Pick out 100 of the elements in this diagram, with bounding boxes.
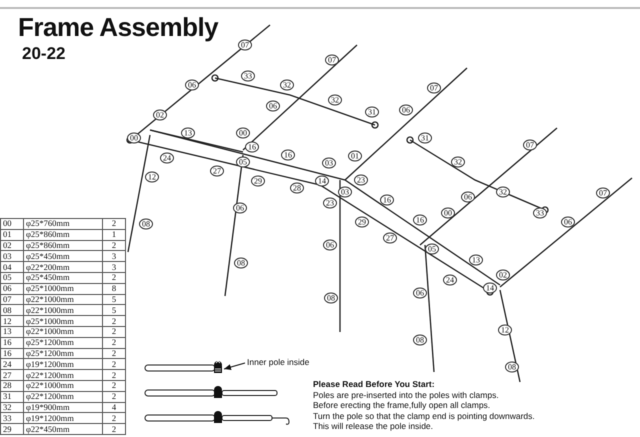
quantity: 5 bbox=[102, 294, 126, 305]
pole-size: φ19*1200mm bbox=[24, 358, 102, 370]
quantity: 2 bbox=[102, 424, 126, 434]
callout-number: 33 bbox=[241, 70, 255, 82]
pole-size: φ25*760mm bbox=[24, 218, 102, 230]
callout-number: 03 bbox=[338, 186, 352, 198]
callout-number: 33 bbox=[533, 208, 547, 218]
callout-number: 13 bbox=[469, 254, 483, 266]
callout-number: 00 bbox=[127, 132, 141, 144]
callout-number: 06 bbox=[461, 192, 475, 202]
callout-number: 12 bbox=[498, 324, 512, 336]
note-text: Poles are pre-inserted into the poles with clamps. bbox=[313, 390, 499, 400]
callout-number: 16 bbox=[380, 194, 394, 206]
part-number: 13 bbox=[0, 326, 24, 338]
pole-size: φ19*900mm bbox=[24, 402, 102, 413]
callout-number: 07 bbox=[523, 140, 537, 150]
callout-number: 27 bbox=[383, 232, 397, 244]
callout-number: 23 bbox=[323, 198, 337, 208]
callout-number: 06 bbox=[233, 202, 247, 214]
callout-number: 07 bbox=[325, 54, 339, 66]
clamp-icon bbox=[214, 360, 222, 373]
quantity: 2 bbox=[102, 348, 126, 359]
callout-number: 08 bbox=[413, 334, 427, 346]
callout-number: 16 bbox=[245, 142, 259, 152]
part-number: 24 bbox=[0, 358, 24, 370]
part-number: 07 bbox=[0, 294, 24, 305]
callout-number: 02 bbox=[496, 270, 510, 280]
quantity: 3 bbox=[102, 262, 126, 272]
callout-number: 00 bbox=[236, 128, 250, 138]
pole-size: φ22*1000mm bbox=[24, 380, 102, 392]
pole-size: φ22*1000mm bbox=[24, 326, 102, 338]
note-text: Before erecting the frame,fully open all clamps. bbox=[313, 400, 490, 411]
part-number: 32 bbox=[0, 402, 24, 413]
callout-number: 06 bbox=[413, 288, 427, 298]
callout-number: 08 bbox=[505, 362, 519, 372]
pole-size: φ22*1200mm bbox=[24, 370, 102, 380]
note-text: This will release the pole inside. bbox=[313, 421, 434, 432]
part-number: 16 bbox=[0, 348, 24, 359]
quantity: 2 bbox=[102, 391, 126, 402]
callout-number: 16 bbox=[413, 214, 427, 226]
pole-size: φ25*450mm bbox=[24, 250, 102, 262]
callout-number: 05 bbox=[236, 156, 250, 168]
callout-number: 06 bbox=[399, 104, 413, 116]
part-number: 28 bbox=[0, 380, 24, 392]
callout-number: 14 bbox=[483, 282, 497, 294]
part-number: 01 bbox=[0, 229, 24, 240]
callout-number: 32 bbox=[496, 186, 510, 198]
callout-number: 07 bbox=[238, 40, 252, 50]
quantity: 2 bbox=[102, 272, 126, 284]
pole-size: φ25*1200mm bbox=[24, 348, 102, 359]
callout-number: 29 bbox=[251, 176, 265, 186]
callout-number: 03 bbox=[322, 158, 336, 168]
callout-number: 16 bbox=[281, 150, 295, 160]
callout-number: 06 bbox=[266, 100, 280, 112]
note-text: Turn the pole so that the clamp end is pointing downwards. bbox=[313, 410, 535, 422]
quantity: 4 bbox=[102, 402, 126, 413]
quantity: 2 bbox=[102, 337, 126, 348]
callout-number: 01 bbox=[348, 150, 362, 162]
title: Frame Assembly bbox=[18, 12, 218, 42]
quantity: 2 bbox=[102, 240, 126, 251]
quantity: 2 bbox=[102, 358, 126, 370]
pole-size: φ25*1000mm bbox=[24, 283, 102, 294]
callout-number: 13 bbox=[181, 128, 195, 138]
part-number: 12 bbox=[0, 316, 24, 326]
pole-size: φ22*1000mm bbox=[24, 294, 102, 305]
callout-number: 32 bbox=[280, 80, 294, 90]
callout-number: 06 bbox=[561, 216, 575, 228]
quantity: 1 bbox=[102, 229, 126, 240]
callout-number: 12 bbox=[145, 172, 159, 182]
quantity: 2 bbox=[102, 380, 126, 392]
part-number: 08 bbox=[0, 304, 24, 316]
callout-number: 24 bbox=[443, 274, 457, 286]
callout-number: 02 bbox=[153, 110, 167, 120]
callout-number: 32 bbox=[328, 94, 342, 106]
callout-number: 31 bbox=[418, 132, 432, 144]
quantity: 2 bbox=[102, 326, 126, 338]
callout-number: 32 bbox=[451, 156, 465, 168]
pole-size: φ22*1000mm bbox=[24, 304, 102, 316]
pole-size: φ22*450mm bbox=[24, 424, 102, 434]
pole-size: φ25*860mm bbox=[24, 229, 102, 240]
quantity: 3 bbox=[102, 250, 126, 262]
part-number: 16 bbox=[0, 337, 24, 348]
callout-number: 08 bbox=[234, 258, 248, 268]
note-heading: Please Read Before You Start: bbox=[313, 379, 435, 390]
callout-number: 24 bbox=[160, 152, 174, 164]
callout-number: 06 bbox=[323, 240, 337, 250]
part-number: 02 bbox=[0, 240, 24, 251]
quantity: 2 bbox=[102, 316, 126, 326]
annotation-text: Inner pole inside bbox=[247, 357, 310, 368]
quantity: 2 bbox=[102, 370, 126, 380]
pole-size: φ25*450mm bbox=[24, 272, 102, 284]
callout-number: 00 bbox=[441, 208, 455, 218]
quantity: 8 bbox=[102, 283, 126, 294]
callout-number: 31 bbox=[365, 106, 379, 118]
callout-number: 08 bbox=[324, 292, 338, 304]
callout-number: 28 bbox=[290, 182, 304, 194]
part-number: 05 bbox=[0, 272, 24, 284]
part-number: 33 bbox=[0, 412, 24, 424]
callout-number: 06 bbox=[185, 80, 199, 90]
callout-number: 23 bbox=[354, 174, 368, 186]
